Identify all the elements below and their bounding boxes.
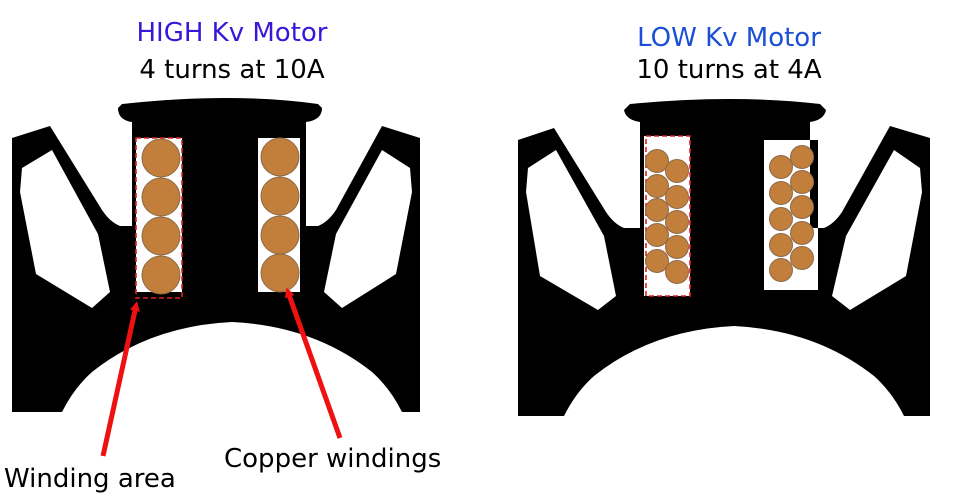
copper-winding (769, 155, 793, 179)
copper-windings-right-right-slot (769, 145, 814, 282)
copper-winding (645, 198, 669, 222)
copper-winding (790, 246, 814, 270)
copper-winding (790, 145, 814, 169)
winding-area-box-right (645, 135, 691, 297)
winding-area-label: Winding area (4, 464, 176, 494)
copper-winding (260, 137, 300, 177)
copper-winding (665, 159, 689, 183)
copper-winding (665, 260, 689, 284)
copper-winding (769, 233, 793, 257)
copper-winding (141, 138, 181, 178)
copper-winding (260, 215, 300, 255)
copper-winding (260, 253, 300, 293)
copper-winding (645, 149, 669, 173)
winding-area-arrow (100, 301, 140, 457)
copper-winding (769, 207, 793, 231)
copper-windings-left-slot (141, 138, 181, 295)
stator-cross-section-left (12, 98, 420, 412)
copper-winding (260, 176, 300, 216)
copper-winding (141, 177, 181, 217)
low-kv-title: LOW Kv Motor (637, 23, 821, 53)
copper-winding (665, 235, 689, 259)
copper-winding (665, 210, 689, 234)
copper-windings-arrow (284, 287, 343, 439)
copper-winding (665, 185, 689, 209)
winding-area-box-left (135, 137, 183, 299)
copper-winding (769, 258, 793, 282)
copper-winding (141, 255, 181, 295)
copper-windings-label: Copper windings (224, 444, 441, 474)
copper-windings-right-slot (260, 137, 300, 293)
copper-winding (645, 249, 669, 273)
copper-winding (141, 216, 181, 256)
high-kv-subtitle: 4 turns at 10A (139, 55, 324, 85)
copper-winding (645, 174, 669, 198)
copper-winding (790, 170, 814, 194)
low-kv-subtitle: 10 turns at 4A (636, 55, 821, 85)
callout-arrows (100, 287, 343, 457)
copper-winding (769, 181, 793, 205)
stator-cross-section-right (518, 99, 930, 416)
copper-winding (790, 195, 814, 219)
high-kv-title: HIGH Kv Motor (136, 18, 327, 48)
copper-winding (790, 221, 814, 245)
low-kv-motor-panel: LOW Kv Motor 10 turns at 4A (518, 23, 930, 416)
copper-winding (645, 223, 669, 247)
copper-windings-right-left-slot (645, 149, 689, 284)
high-kv-motor-panel: HIGH Kv Motor 4 turns at 10A (12, 18, 420, 412)
